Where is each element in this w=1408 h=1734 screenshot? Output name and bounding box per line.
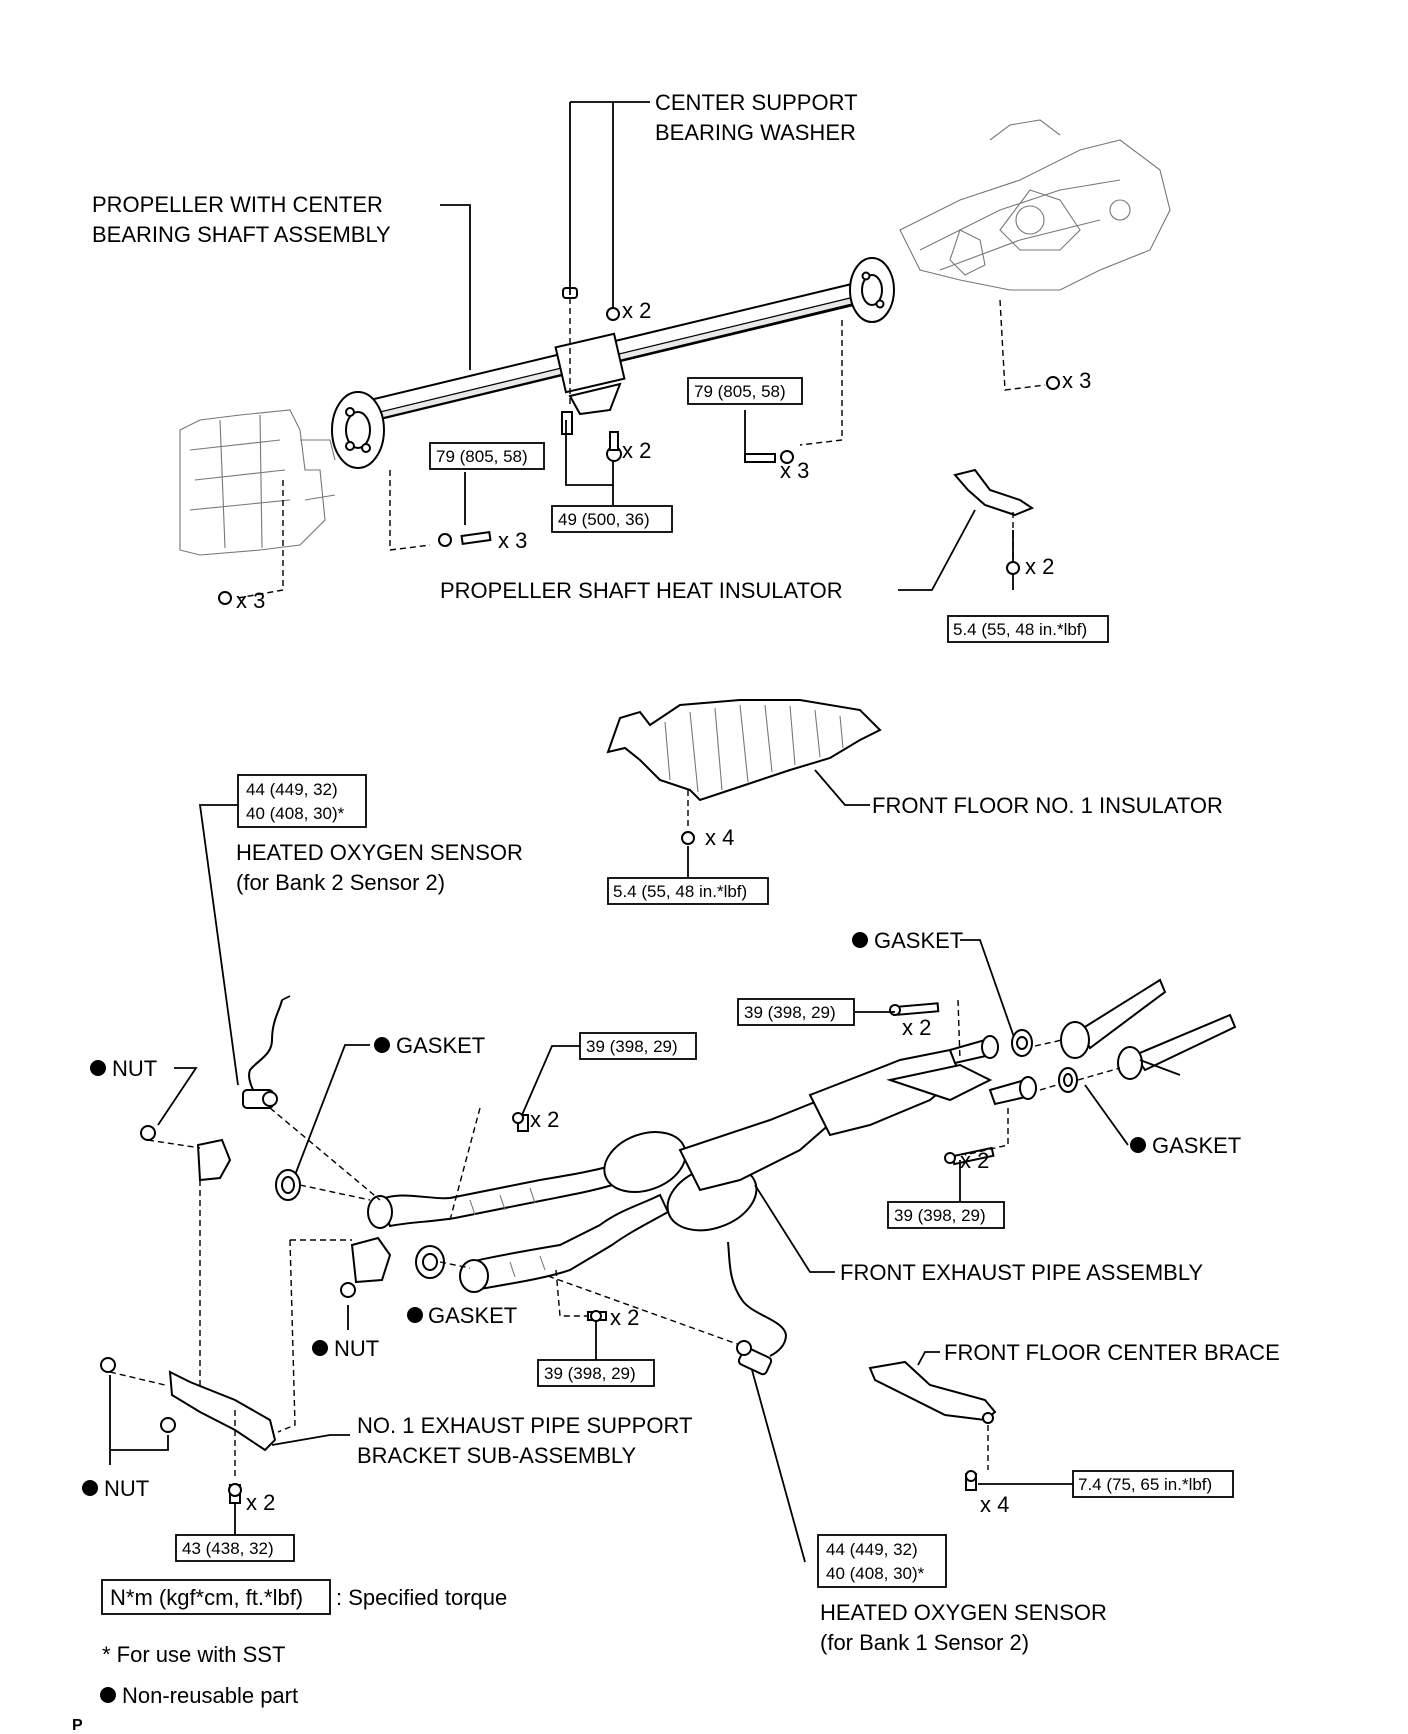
label-o2-bank1-2: (for Bank 1 Sensor 2): [820, 1630, 1029, 1655]
label-nut-top: NUT: [112, 1056, 157, 1081]
label-front-floor-brace: FRONT FLOOR CENTER BRACE: [944, 1340, 1280, 1365]
exhaust-support-bracket: [168, 1370, 277, 1504]
label-support-bracket-2: BRACKET SUB-ASSEMBLY: [357, 1443, 636, 1468]
label-nut-mid: NUT: [334, 1336, 379, 1361]
label-heat-insulator: PROPELLER SHAFT HEAT INSULATOR: [440, 578, 843, 603]
qty-washer: x 2: [622, 298, 651, 323]
qty-rear-nuts: x 3: [1062, 368, 1091, 393]
qty-insulator-bolts: x 2: [1025, 554, 1054, 579]
qty-front-bolts: x 3: [498, 528, 527, 553]
label-center-support-washer-1: CENTER SUPPORT: [655, 90, 858, 115]
nonreusable-mark-gasket-top: [852, 932, 868, 948]
torque-bracket: 43 (438, 32): [182, 1539, 274, 1558]
torque-rear-coupling: 79 (805, 58): [694, 382, 786, 401]
label-gasket-left: GASKET: [396, 1033, 485, 1058]
qty-exhaust-top-bolts: x 2: [902, 1015, 931, 1040]
torque-heat-insulator: 5.4 (55, 48 in.*lbf): [953, 620, 1087, 639]
gaskets: [275, 1029, 1078, 1279]
nonreusable-mark-gasket-left: [374, 1037, 390, 1053]
front-floor-insulator-part: [606, 699, 882, 845]
label-front-exhaust-pipe: FRONT EXHAUST PIPE ASSEMBLY: [840, 1260, 1203, 1285]
label-support-bracket-1: NO. 1 EXHAUST PIPE SUPPORT: [357, 1413, 692, 1438]
torque-exhaust-rear: 39 (398, 29): [894, 1206, 986, 1225]
manifold-flanges: [196, 1138, 392, 1284]
o2-sensor-bank2: [242, 995, 291, 1109]
propeller-shaft-heat-insulator: [953, 468, 1035, 575]
differential-sketch: [899, 119, 1171, 291]
legend-unit-box: [101, 1579, 331, 1615]
qty-exhaust-lower-bolts: x 2: [610, 1305, 639, 1330]
torque-o2-bank2: 44 (449, 32): [246, 780, 338, 799]
qty-center-bolts: x 2: [622, 438, 651, 463]
front-exhaust-pipe-assembly: [367, 1035, 1037, 1293]
qty-brace-bolts: x 4: [980, 1492, 1009, 1517]
legend-sst-note: * For use with SST: [102, 1642, 285, 1667]
nonreusable-mark-gasket-bottom: [407, 1307, 423, 1323]
torque-exhaust-front: 39 (398, 29): [586, 1037, 678, 1056]
torque-exhaust-top: 39 (398, 29): [744, 1003, 836, 1022]
legend-unit-text: N*m (kgf*cm, ft.*lbf): [110, 1585, 303, 1610]
label-gasket-top: GASKET: [874, 928, 963, 953]
nuts: [100, 1125, 356, 1433]
label-nut-bottom: NUT: [104, 1476, 149, 1501]
propeller-shaft-assembly: [331, 257, 895, 469]
qty-exhaust-front-bolts: x 2: [530, 1107, 559, 1132]
qty-rear-bolts: x 3: [780, 458, 809, 483]
torque-o2-bank1: 44 (449, 32): [826, 1540, 918, 1559]
label-front-floor-insulator: FRONT FLOOR NO. 1 INSULATOR: [872, 793, 1223, 818]
nonreusable-mark-nut-top: [90, 1060, 106, 1076]
nonreusable-mark-nut-mid: [312, 1340, 328, 1356]
rear-exhaust-pipes: [1060, 978, 1237, 1080]
label-propeller-shaft-2: BEARING SHAFT ASSEMBLY: [92, 222, 391, 247]
label-o2-bank1-1: HEATED OXYGEN SENSOR: [820, 1600, 1107, 1625]
label-center-support-washer-2: BEARING WASHER: [655, 120, 856, 145]
label-o2-bank2-2: (for Bank 2 Sensor 2): [236, 870, 445, 895]
front-floor-center-brace: [868, 1360, 997, 1491]
legend-unit-desc: : Specified torque: [336, 1585, 507, 1610]
legend-nonreusable-mark: [100, 1687, 116, 1703]
torque-center-support: 49 (500, 36): [558, 510, 650, 529]
torque-exhaust-lower: 39 (398, 29): [544, 1364, 636, 1383]
torque-floor-insulator: 5.4 (55, 48 in.*lbf): [613, 882, 747, 901]
label-gasket-bottom: GASKET: [428, 1303, 517, 1328]
torque-o2-bank2-sst: 40 (408, 30)*: [246, 804, 345, 823]
qty-front-nuts: x 3: [236, 588, 265, 613]
torque-o2-bank1-sst: 40 (408, 30)*: [826, 1564, 925, 1583]
label-gasket-right: GASKET: [1152, 1133, 1241, 1158]
qty-exhaust-rear-bolts: x 2: [960, 1148, 989, 1173]
nonreusable-mark-gasket-right: [1130, 1137, 1146, 1153]
label-propeller-shaft-1: PROPELLER WITH CENTER: [92, 192, 383, 217]
corner-mark: P: [72, 1717, 83, 1734]
o2-sensor-bank1: [727, 1241, 788, 1376]
label-o2-bank2-1: HEATED OXYGEN SENSOR: [236, 840, 523, 865]
torque-brace: 7.4 (75, 65 in.*lbf): [1078, 1475, 1212, 1494]
torque-front-coupling: 79 (805, 58): [436, 447, 528, 466]
legend-nonreusable: Non-reusable part: [122, 1683, 298, 1708]
qty-bracket-bolts: x 2: [246, 1490, 275, 1515]
nonreusable-mark-nut-bottom: [82, 1480, 98, 1496]
transmission-sketch: [179, 409, 336, 556]
qty-floor-insulator: x 4: [705, 825, 734, 850]
